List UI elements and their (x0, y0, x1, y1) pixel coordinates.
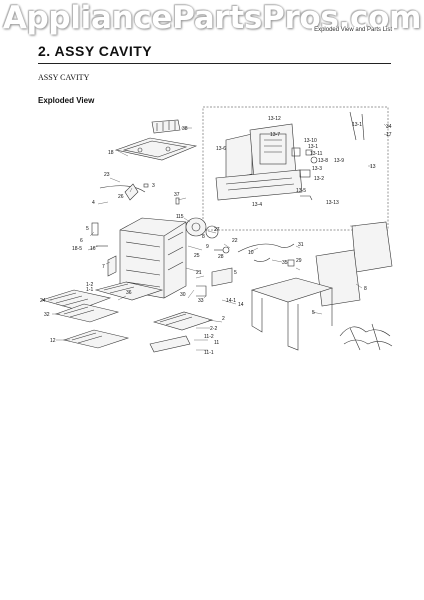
callout-38: 38 (182, 126, 188, 132)
callout-13-13: 13-13 (326, 200, 339, 206)
callout-32: 32 (44, 312, 50, 318)
callout-14: 14 (238, 302, 244, 308)
callout-6: 6 (80, 238, 83, 244)
watermark: AppliancePartsPros.com (2, 0, 422, 36)
callout-13-4: 13-4 (252, 202, 262, 208)
exploded-view-diagram: 38 18 23 3 4 26 37 1 15 15 27 8 5 6 18-5… (0, 100, 424, 380)
callout-13-1: 13-1 (308, 144, 318, 150)
callout-22: 22 (232, 238, 238, 244)
cable-part (99, 185, 146, 193)
leader-lines (48, 123, 391, 351)
mount-bracket-part (211, 267, 233, 287)
callout-28: 28 (218, 254, 224, 260)
callout-25: 25 (194, 253, 200, 259)
callout-1-1: 1-1 (86, 287, 93, 293)
side-bracket-part (91, 222, 99, 236)
section-subtitle: ASSY CAVITY (38, 73, 90, 82)
callout-29: 29 (296, 258, 302, 264)
sensor-part (214, 246, 230, 254)
small-part (175, 197, 180, 205)
callout-18: 18 (108, 150, 114, 156)
small-part (143, 183, 149, 188)
hinge-part (107, 255, 117, 277)
callout-8a: 8 (202, 234, 205, 240)
callout-23: 23 (104, 172, 110, 178)
title-rule (38, 63, 391, 64)
callout-13-7: 13-7 (270, 132, 280, 138)
callout-2-2: 2-2 (210, 326, 217, 332)
callout-4: 4 (92, 200, 95, 206)
oven-cavity-part (119, 217, 187, 299)
callout-13: 13 (370, 164, 376, 170)
callout-31: 31 (298, 242, 304, 248)
callout-17: 17 (386, 132, 392, 138)
bracket-part (124, 183, 139, 201)
callout-10: 10 (248, 250, 254, 256)
callout-34: 34 (386, 124, 392, 130)
callout-8: 8 (364, 286, 367, 292)
callout-1-2: 1-2 (86, 282, 93, 288)
control-panel-assembly-part (215, 111, 365, 201)
callout-13-1-top: 13-1 (352, 122, 362, 128)
callout-26: 26 (118, 194, 124, 200)
oven-rack-part (54, 303, 120, 323)
callout-18-5: 18-5 (72, 246, 82, 252)
wire-part (253, 257, 271, 262)
top-vent-part (151, 119, 181, 134)
callout-15-visible: 15 (178, 214, 184, 220)
callout-13-11: 13-11 (310, 151, 323, 157)
callout-3: 3 (152, 183, 155, 189)
callout-13-6: 13-6 (216, 146, 226, 152)
callout-13-8: 13-8 (318, 158, 328, 164)
callout-5: 5 (312, 310, 315, 316)
callout-13-10: 13-10 (304, 138, 317, 144)
header-tag: Exploded View and Parts List (312, 27, 394, 33)
callout-5a: 5 (86, 226, 89, 232)
drawer-tray-part (62, 329, 130, 349)
outer-wrapper-part (250, 277, 334, 351)
section-title: 2. ASSY CAVITY (38, 43, 153, 59)
callout-2: 2 (222, 316, 225, 322)
top-cover-part (114, 137, 198, 161)
callout-16: 16 (90, 246, 96, 252)
callout-7: 7 (102, 264, 105, 270)
rear-panel-part (351, 221, 393, 273)
broil-pan-part (94, 281, 164, 301)
callout-13-9: 13-9 (334, 158, 344, 164)
connector-part (287, 259, 295, 267)
callout-11: 11 (214, 340, 219, 346)
callout-33: 33 (198, 298, 204, 304)
callout-21: 21 (196, 270, 202, 276)
callout-1: 1 (176, 214, 179, 220)
drawer-assembly-part (149, 311, 214, 353)
callout-30: 30 (180, 292, 186, 298)
callout-11-1: 11-1 (204, 350, 214, 356)
callout-14-1: 14-1 (226, 298, 236, 304)
callout-9: 9 (206, 244, 209, 250)
convection-fan-part (185, 217, 219, 239)
exploded-view-svg: 38 18 23 3 4 26 37 1 15 15 27 8 5 6 18-5… (40, 106, 393, 356)
exploded-view-label: Exploded View (38, 96, 95, 105)
control-assembly-callout-box (202, 106, 389, 231)
oven-rack-part (40, 289, 112, 311)
wire-harness-part (237, 243, 295, 253)
callout-13-5: 13-5 (296, 188, 306, 194)
latch-part (196, 285, 207, 297)
callout-13-12: 13-12 (268, 116, 281, 122)
callout-27: 27 (214, 227, 220, 233)
callout-labels: 38 18 23 3 4 26 37 1 15 15 27 8 5 6 18-5… (40, 116, 392, 356)
callout-11-2: 11-2 (204, 334, 214, 340)
wiring-bundle-part (339, 323, 393, 351)
callout-35: 35 (282, 260, 288, 266)
callout-24: 24 (40, 298, 46, 304)
callout-37: 37 (174, 192, 180, 198)
callout-5b: 5 (234, 270, 237, 276)
rear-insulation-part (315, 249, 361, 307)
callout-12: 12 (50, 338, 56, 344)
callout-13-2: 13-2 (314, 176, 324, 182)
callout-36: 36 (126, 290, 132, 296)
callout-13-3: 13-3 (312, 166, 322, 172)
